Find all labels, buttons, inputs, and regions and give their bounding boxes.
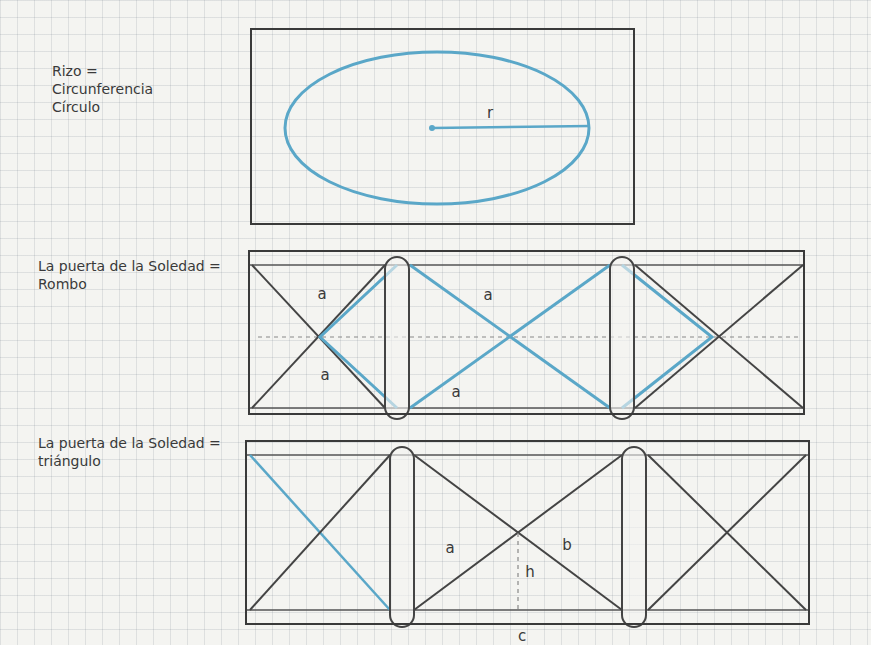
figure-panel: La puerta de la Soledad = triángulo (245, 440, 810, 625)
dimension-label: r (485, 104, 495, 122)
panel-heading: La puerta de la Soledad = Rombo (38, 257, 228, 293)
figure-panel: La puerta de la Soledad = Rombo (248, 250, 805, 415)
dimension-label: a (449, 383, 462, 401)
dimension-label: a (318, 366, 331, 384)
dimension-label: h (523, 563, 537, 581)
figure-panel: Rizo = Circunferencia Círculo (250, 28, 635, 225)
dimension-label: c (516, 627, 528, 645)
dimension-label: a (443, 539, 456, 557)
dimension-label: a (315, 285, 328, 303)
panel-heading: La puerta de la Soledad = triángulo (38, 434, 228, 470)
dimension-label: a (481, 286, 494, 304)
panel-heading: Rizo = Circunferencia Círculo (52, 62, 202, 116)
dimension-label: b (560, 536, 574, 554)
